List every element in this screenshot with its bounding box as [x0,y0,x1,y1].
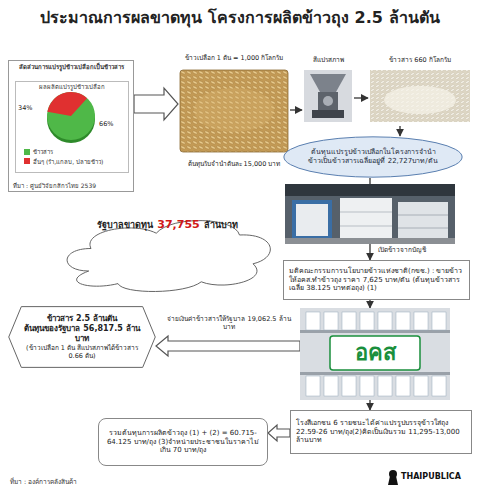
pie-chart [47,92,95,143]
arrow-connector [399,126,400,136]
legend-swatch [24,149,30,155]
chart-panel: สัดส่วนการแปรรูปข้าวเปลือกเป็นข้าวสารที่… [8,60,134,192]
cost-hexagon: ข้าวสาร 2.5 ล้านตันต้นทุนของรัฐบาล 56,81… [8,306,156,368]
mill-node: สีแปรสภาพ [302,54,354,126]
percent-label: 34% [18,104,32,112]
legend: ข้าวสารอื่นๆ (รำ,แกลบ, ปลายข้าว) [24,148,126,167]
node-text: ที่มา : ศูนย์วิจัยกสิกรไทย 2539 [13,182,130,190]
block-arrow [156,336,300,356]
edge-label: จ่ายเงินค่าข้าวสารให้รัฐบาล 19,062.5 ล้า… [162,315,296,331]
legend-row: ข้าวสาร [24,148,126,156]
paddy-picture [180,70,288,152]
node-text: รวมต้นทุนการผลิตข้าวถุง (1) + (2) = 60.7… [106,429,260,455]
milled-rice-picture [370,70,470,122]
oval-outline [284,137,462,177]
total-cost-box: รวมต้นทุนการผลิตข้าวถุง (1) + (2) = 60.7… [98,418,268,466]
milled-rice-node: ข้าวสาร 660 กิโลกรัม [368,54,472,126]
node-text: มติคณะกรรมการนโยบายข้าวแห่งชาติ(กขช.) : … [289,267,464,293]
node-text: ข้าวสาร 2.5 ล้านตัน [47,314,117,324]
arrow-connector [354,97,368,98]
percent-label: 66% [99,120,113,128]
node-text: ข้าวสาร 660 กิโลกรัม [368,56,472,64]
node-text: ต้นทุนของรัฐบาล 56,817.5 ล้านบาท [24,324,140,344]
arrow-connector [369,300,370,308]
watermark: THAIPUBLICA [401,472,461,482]
cloud-outline [67,221,270,292]
block-arrow [268,425,290,441]
paddy-node: ข้าวเปลือก 1 ตัน = 1,000 กิโลกรัมต้นทุนร… [178,54,290,168]
warehouse-picture [285,184,455,244]
node-text: ข้าวเปลือก 1 ตัน = 1,000 กิโลกรัม [174,54,294,62]
legend-text: ข้าวสาร [33,148,53,156]
cost-oval: ต้นทุนแปรรูปข้าวเปลือกในโครงการจำนำข้าวเ… [283,136,463,178]
rice-bag-picture [300,308,450,400]
node-text: สัดส่วนการแปรรูปข้าวเปลือกเป็นข้าวสาร [12,63,130,71]
source-note: ที่มา : องค์การคลังสินค้า [10,478,77,486]
hexagon-outline [9,307,156,368]
node-text: ผลผลิตแปรรูปข้าวเปลือก [18,83,126,91]
node-text: อคส [330,336,420,370]
node-text: 37,755 [157,218,199,232]
legend-text: อื่นๆ (รำ,แกลบ, ปลายข้าว) [33,158,103,166]
arrow-connector [290,109,302,110]
node-text: สีแปรสภาพ [298,56,358,64]
node-text: ล้านบาท [204,220,238,231]
node-text: รัฐบาลขาดทุน [97,220,153,231]
mill-contract-box: โรงสีเอกชน 6 รายชนะได้ค่าแปรรูปบรรจุข้าว… [290,410,472,454]
node-text: โรงสีเอกชน 6 รายชนะได้ค่าแปรรูปบรรจุข้าว… [296,419,466,445]
loss-cloud: รัฐบาลขาดทุน 37,755 ล้านบาท [55,208,280,298]
node-text: ต้นทุนรับจำนำตันละ 15,000 บาท [174,160,294,168]
title: ประมาณการผลขาดทุน โครงการผลิตข้าวถุง 2.5… [0,8,480,28]
node-text: (ข้าวเปลือก 1 ตัน สีแปรสภาพได้ข้าวสาร 0.… [24,344,140,360]
arrow-connector [369,400,370,410]
node-text: ต้นทุนแปรรูปข้าวเปลือกในโครงการจำนำข้าวเ… [307,148,439,166]
edge-label: เปิดข้าวจากบัญชี [377,246,469,254]
resolution-box: มติคณะกรรมการนโยบายข้าวแห่งชาติ(กขช.) : … [283,260,470,300]
legend-row: อื่นๆ (รำ,แกลบ, ปลายข้าว) [24,158,126,166]
rice-bag-node: อคส [300,308,450,400]
mill-picture [304,70,352,122]
keyhole-icon [388,470,398,485]
legend-swatch [24,158,30,164]
block-arrow [134,88,178,120]
